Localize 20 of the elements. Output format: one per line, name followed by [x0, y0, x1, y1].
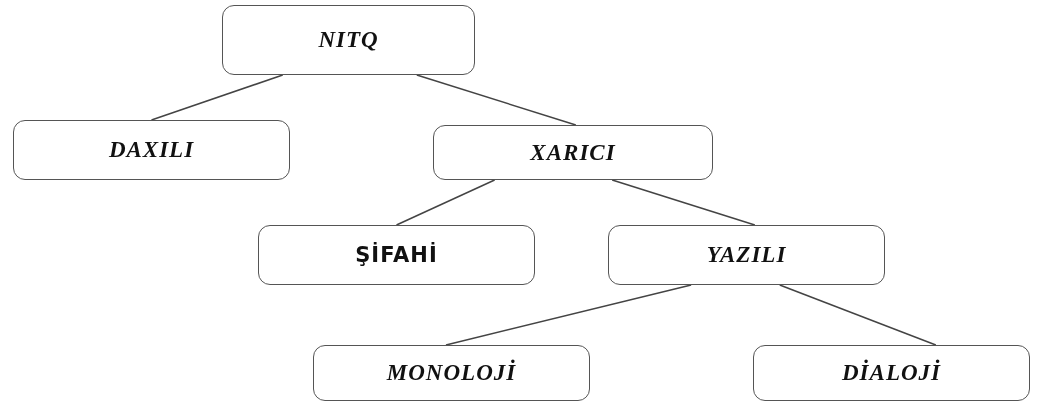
connector-line — [416, 74, 577, 126]
rounded-box — [313, 345, 590, 401]
connector-line — [395, 179, 496, 226]
rounded-box — [753, 345, 1030, 401]
box-label: MONOLOJİ — [386, 360, 517, 386]
box-label: DİALOJİ — [842, 360, 941, 386]
rounded-box — [433, 125, 713, 180]
connector-line — [445, 284, 692, 346]
box-label: DAXILI — [108, 137, 195, 163]
box-label: NITQ — [318, 27, 379, 53]
connector-line — [150, 74, 284, 121]
rounded-box — [13, 120, 290, 180]
box-label: YAZILI — [706, 242, 787, 268]
box-label: XARICI — [530, 139, 616, 166]
connector-line — [779, 284, 937, 346]
rounded-box — [258, 225, 535, 285]
rounded-box — [608, 225, 885, 285]
rounded-box — [222, 5, 475, 75]
connector-line — [611, 179, 756, 226]
box-label: ŞİFAHİ — [355, 243, 438, 267]
